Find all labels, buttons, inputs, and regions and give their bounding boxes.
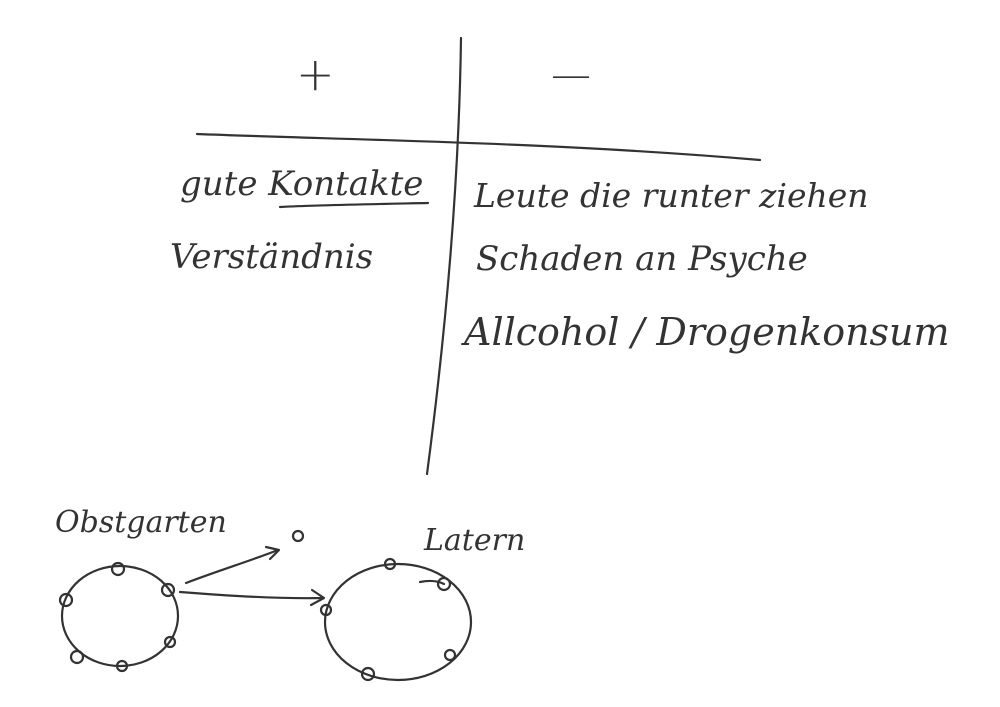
plus-item-good-contacts: gute Kontakte xyxy=(180,164,423,204)
left-group-nodes xyxy=(58,561,177,673)
left-group-circle xyxy=(60,564,180,668)
table-vertical-line xyxy=(425,36,463,476)
minus-item-psyche-damage: Schaden an Psyche xyxy=(476,239,808,279)
node xyxy=(360,666,376,682)
node xyxy=(383,557,397,571)
isolated-node xyxy=(291,529,305,543)
table-horizontal-line xyxy=(195,132,762,162)
diagram-label-latern: Latern xyxy=(423,523,525,558)
diagram-label-obstgarten: Obstgarten xyxy=(55,505,227,540)
minus-header: — xyxy=(551,52,591,98)
node xyxy=(69,649,85,665)
plus-header: + xyxy=(296,47,335,101)
right-group-nodes xyxy=(319,557,457,682)
node xyxy=(115,659,129,673)
node xyxy=(319,603,333,617)
arrow-to-right-group xyxy=(178,588,326,607)
node xyxy=(436,576,452,592)
kontakte-underline xyxy=(278,201,430,209)
plus-item-understanding: Verständnis xyxy=(170,237,373,277)
node xyxy=(443,648,457,662)
minus-item-people-pulling-down: Leute die runter ziehen xyxy=(473,176,869,215)
minus-item-alcohol-drugs: Allcohol / Drogenkonsum xyxy=(461,310,950,354)
node xyxy=(110,561,126,577)
node xyxy=(163,635,177,649)
right-group-inner-tick xyxy=(418,579,446,586)
node xyxy=(160,582,176,598)
node xyxy=(58,592,74,608)
right-group-circle xyxy=(323,562,473,682)
arrow-to-isolated-node xyxy=(184,545,281,585)
